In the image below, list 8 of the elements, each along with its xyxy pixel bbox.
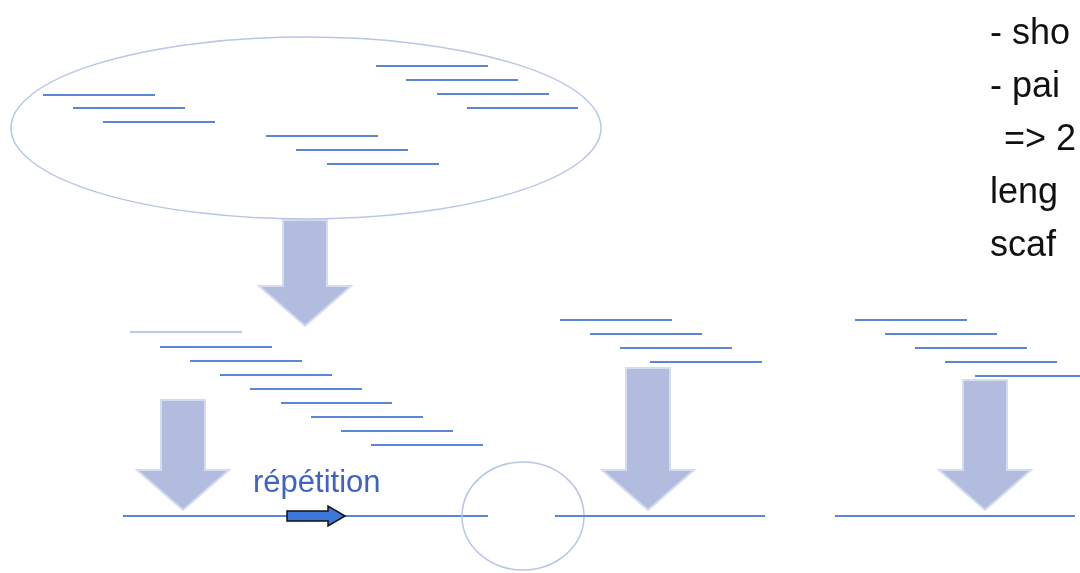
read-pool-ellipse [10,36,602,220]
note-text: leng [990,173,1059,209]
note-text: - pai [990,67,1061,103]
note-text: - sho [990,14,1071,50]
repeat-label: répétition [253,466,381,497]
gap-circle [461,461,585,571]
note-text: => 2 [1004,120,1077,156]
note-text: scaf [990,226,1057,262]
